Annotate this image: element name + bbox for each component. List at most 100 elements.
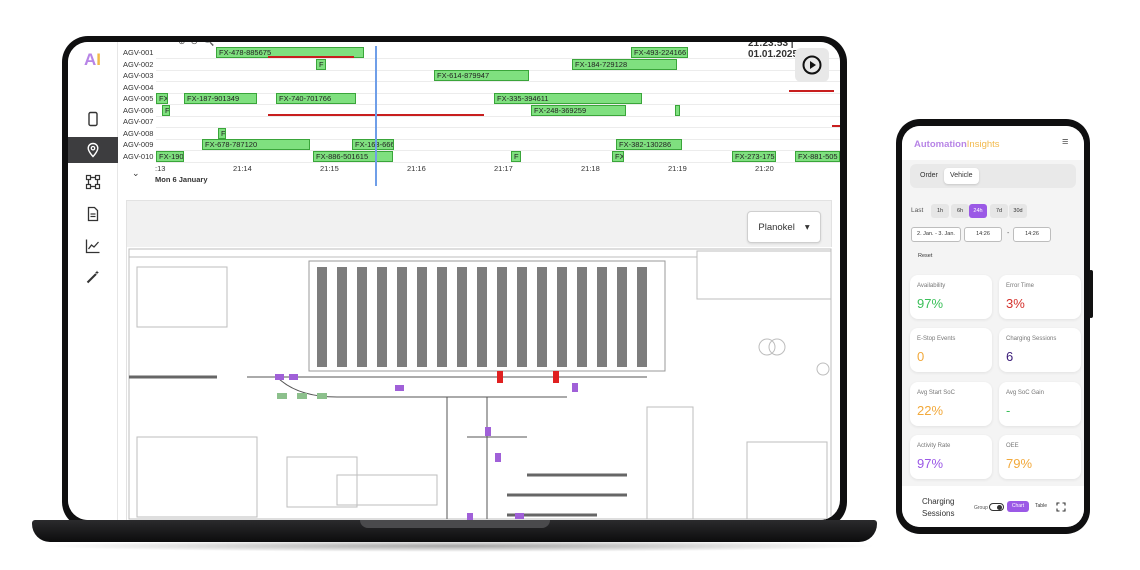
- phone-header: AutomationInsights ≡: [902, 126, 1084, 160]
- metric-card: Avg Start SoC 22%: [910, 382, 992, 426]
- row-label: AGV-006: [123, 106, 154, 115]
- row-divider: [156, 162, 840, 163]
- play-icon: [802, 55, 822, 75]
- row-label: AGV-001: [123, 48, 154, 57]
- app-logo: AutomationInsights: [914, 139, 1000, 150]
- table-view-button[interactable]: Table: [1035, 503, 1047, 509]
- timeline-bar[interactable]: FX-886-501615: [313, 151, 393, 162]
- time-tick: 21:15: [320, 164, 339, 173]
- range-24h[interactable]: 24h: [969, 204, 987, 218]
- row-divider: [156, 127, 840, 128]
- range-1h[interactable]: 1h: [931, 204, 949, 218]
- metric-label: OEE: [1006, 443, 1019, 449]
- timeline-bar[interactable]: F: [218, 128, 226, 139]
- fullscreen-icon[interactable]: [1056, 499, 1066, 517]
- tab-order[interactable]: Order: [920, 172, 938, 179]
- row-divider: [156, 58, 840, 59]
- timeline-bar[interactable]: FX-184-729128: [572, 59, 677, 70]
- sidebar: AI: [68, 42, 118, 520]
- range-label: Last: [911, 207, 924, 214]
- panel-title: Charging Sessions: [922, 497, 955, 518]
- metric-card: E-Stop Events 0: [910, 328, 992, 372]
- floorplan-map[interactable]: Planokel ▾: [126, 200, 833, 520]
- app-logo: AI: [84, 50, 102, 69]
- alarm-line: [789, 90, 834, 92]
- time-tick: 21:16: [407, 164, 426, 173]
- chevron-down-icon[interactable]: ⌄: [132, 168, 140, 178]
- caret-down-icon: ▾: [804, 221, 810, 233]
- metric-value: 97%: [917, 456, 944, 471]
- row-label: AGV-010: [123, 152, 154, 161]
- agv-timeline[interactable]: ⊕ ⊖ 🔍 21:23:53 | 01.01.2025 AGV-001 AGV-…: [118, 42, 840, 192]
- metric-value: -: [1006, 403, 1011, 418]
- time-tick: 21:18: [581, 164, 600, 173]
- timeline-bar[interactable]: F: [316, 59, 326, 70]
- row-label: AGV-003: [123, 71, 154, 80]
- map-layout-dropdown[interactable]: Planokel ▾: [747, 211, 821, 243]
- group-toggle[interactable]: [989, 503, 1004, 511]
- timeline-bar[interactable]: FX-881-505: [795, 151, 840, 162]
- metric-value: 0: [917, 349, 925, 364]
- row-label: AGV-008: [123, 129, 154, 138]
- magic-wand-icon[interactable]: [68, 264, 118, 290]
- laptop-base: [32, 520, 877, 542]
- time-from-input[interactable]: 14:26: [964, 227, 1002, 242]
- timeline-bar[interactable]: FX-740-701766: [276, 93, 356, 104]
- row-label: AGV-002: [123, 60, 154, 69]
- date-range-picker[interactable]: 2. Jan. - 3. Jan.: [911, 227, 961, 242]
- document-icon[interactable]: [68, 201, 118, 227]
- row-label: AGV-009: [123, 140, 154, 149]
- timeline-bar[interactable]: FX-248-369259: [531, 105, 626, 116]
- range-6h[interactable]: 6h: [951, 204, 969, 218]
- timeline-bar[interactable]: F: [511, 151, 521, 162]
- range-30d[interactable]: 30d: [1009, 204, 1027, 218]
- row-divider: [156, 81, 840, 82]
- timeline-bar[interactable]: FX-335-394611: [494, 93, 642, 104]
- chart-view-button[interactable]: Chart: [1007, 501, 1029, 512]
- metric-label: Activity Rate: [917, 443, 951, 449]
- reset-button[interactable]: Reset: [918, 253, 933, 259]
- timeline-bar[interactable]: FX-382-130286: [616, 139, 682, 150]
- metric-card: OEE 79%: [999, 435, 1081, 479]
- metric-label: Avg Start SoC: [917, 390, 955, 396]
- row-divider: [156, 150, 840, 151]
- metric-card: Avg SoC Gain -: [999, 382, 1081, 426]
- timeline-bar[interactable]: F: [162, 105, 170, 116]
- metric-value: 22%: [917, 403, 944, 418]
- time-to-input[interactable]: 14:26: [1013, 227, 1051, 242]
- row-divider: [156, 116, 840, 117]
- timeline-bar[interactable]: FX: [612, 151, 624, 162]
- phone-icon[interactable]: [68, 106, 118, 132]
- timeline-bar[interactable]: FX: [156, 93, 168, 104]
- laptop-shadow: [40, 540, 880, 552]
- timeline-toolbar[interactable]: ⊕ ⊖ 🔍: [178, 42, 214, 47]
- vector-square-icon[interactable]: [68, 169, 118, 195]
- line-chart-icon[interactable]: [68, 233, 118, 259]
- phone-screen: AutomationInsights ≡ Order Vehicle Last …: [902, 126, 1084, 527]
- location-pin-icon[interactable]: [68, 137, 118, 163]
- timeline-bar[interactable]: FX-187-901349: [184, 93, 257, 104]
- metric-value: 79%: [1006, 456, 1033, 471]
- timeline-bar[interactable]: FX-273-175: [732, 151, 776, 162]
- timeline-bar[interactable]: FX-493-224166: [631, 47, 688, 58]
- row-divider: [156, 104, 840, 105]
- metric-label: Availability: [917, 283, 946, 289]
- metric-value: 97%: [917, 296, 944, 311]
- hamburger-menu-icon[interactable]: ≡: [1062, 136, 1069, 148]
- metric-value: 3%: [1006, 296, 1025, 311]
- floorplan-drawing: [128, 248, 832, 520]
- timeline-bar[interactable]: FX-190: [156, 151, 184, 162]
- timeline-bar[interactable]: FX-678-787120: [202, 139, 310, 150]
- row-label: AGV-007: [123, 117, 154, 126]
- range-7d[interactable]: 7d: [990, 204, 1008, 218]
- charging-sessions-panel: Charging Sessions Group Chart Table: [902, 486, 1084, 527]
- timeline-bar[interactable]: [675, 105, 680, 116]
- timeline-bar[interactable]: FX-614-879947: [434, 70, 529, 81]
- timeline-bar[interactable]: FX-163-666: [352, 139, 394, 150]
- play-button[interactable]: [795, 48, 829, 82]
- time-tick: :13: [155, 164, 166, 173]
- floorplan-canvas[interactable]: [127, 247, 833, 520]
- time-cursor[interactable]: [375, 46, 377, 186]
- tab-vehicle[interactable]: Vehicle: [944, 168, 979, 184]
